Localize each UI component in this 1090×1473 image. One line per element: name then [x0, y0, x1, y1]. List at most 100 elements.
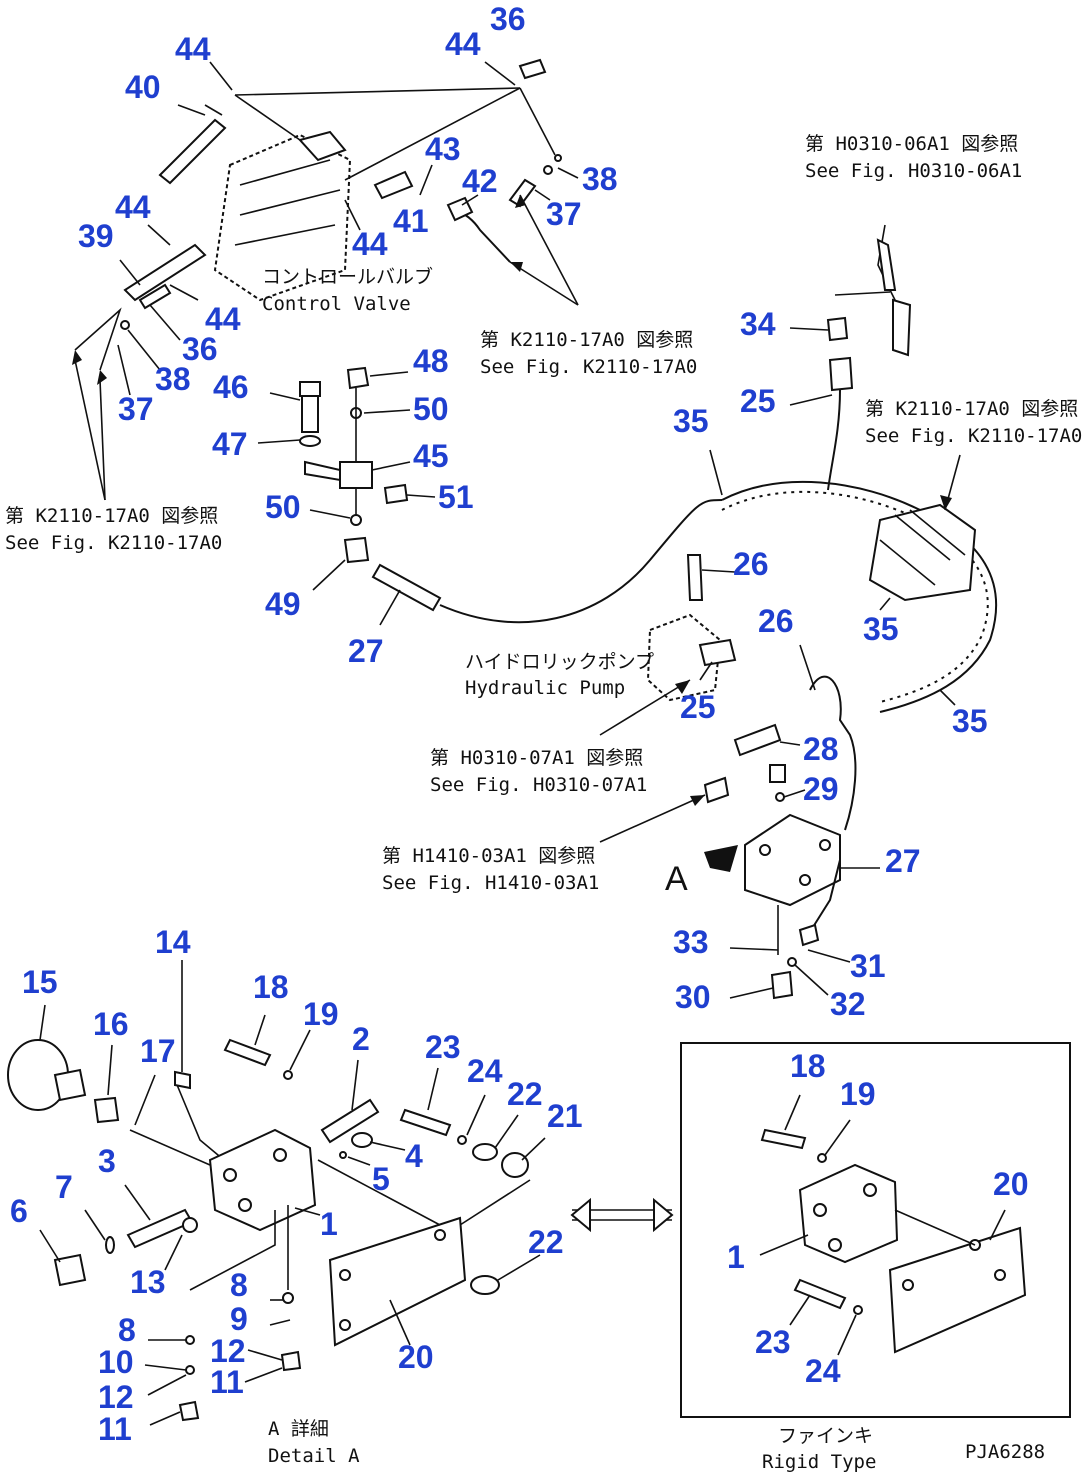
callout-29: 29 — [803, 771, 839, 807]
callout-12: 12 — [98, 1379, 134, 1415]
callout-4: 4 — [405, 1138, 423, 1174]
callout-20: 20 — [993, 1166, 1029, 1202]
callout-31: 31 — [850, 948, 886, 984]
callout-9: 9 — [230, 1301, 248, 1337]
callout-21: 21 — [547, 1098, 583, 1134]
callout-47: 47 — [212, 426, 248, 462]
callout-49: 49 — [265, 586, 301, 622]
pump-and-hose-assembly — [599, 224, 998, 1000]
note-control-valve-jp: コントロールバルブ — [262, 265, 433, 288]
callout-22: 22 — [507, 1076, 543, 1112]
note-ref-h0310-06a1-jp: 第 H0310-06A1 図参照 — [805, 133, 1018, 155]
callout-26: 26 — [733, 546, 769, 582]
callout-1: 1 — [320, 1206, 338, 1242]
callout-44: 44 — [115, 189, 151, 225]
part-callouts: 36 44 44 40 43 42 38 37 41 44 44 39 44 3… — [10, 1, 1029, 1447]
callout-42: 42 — [462, 163, 498, 199]
callout-34: 34 — [740, 306, 776, 342]
callout-3: 3 — [98, 1143, 116, 1179]
callout-46: 46 — [213, 369, 249, 405]
callout-38: 38 — [582, 161, 618, 197]
callout-37: 37 — [546, 196, 582, 232]
callout-22: 22 — [528, 1224, 564, 1260]
control-valve-drawing — [72, 58, 579, 501]
callout-39: 39 — [78, 218, 114, 254]
callout-40: 40 — [125, 69, 161, 105]
callout-8: 8 — [118, 1312, 136, 1348]
callout-18: 18 — [790, 1048, 826, 1084]
callout-38: 38 — [155, 361, 191, 397]
callout-12: 12 — [210, 1333, 246, 1369]
callout-26: 26 — [758, 603, 794, 639]
detail-a-caption-en: Detail A — [268, 1445, 360, 1467]
callout-33: 33 — [673, 924, 709, 960]
callout-35: 35 — [673, 403, 709, 439]
callout-11: 11 — [210, 1364, 244, 1400]
callout-36: 36 — [490, 1, 526, 37]
note-ref-h1410-03a1-jp: 第 H1410-03A1 図参照 — [382, 845, 595, 867]
note-ref-k2110-17a0-right-jp: 第 K2110-17A0 図参照 — [865, 398, 1078, 420]
callout-35: 35 — [952, 703, 988, 739]
drawing-code: PJA6288 — [965, 1441, 1045, 1463]
callout-13: 13 — [130, 1264, 166, 1300]
callout-44: 44 — [175, 31, 211, 67]
callout-48: 48 — [413, 343, 449, 379]
note-ref-k2110-17a0-left-jp: 第 K2110-17A0 図参照 — [5, 505, 218, 527]
callout-43: 43 — [425, 131, 461, 167]
leader-lines — [39, 61, 1006, 1426]
callout-23: 23 — [755, 1324, 791, 1360]
callout-28: 28 — [803, 731, 839, 767]
callout-6: 6 — [10, 1193, 28, 1229]
callout-51: 51 — [438, 479, 474, 515]
callout-44: 44 — [352, 226, 388, 262]
note-hydraulic-pump-en: Hydraulic Pump — [465, 677, 625, 699]
callout-7: 7 — [55, 1169, 73, 1205]
callout-24: 24 — [467, 1053, 503, 1089]
callout-15: 15 — [22, 964, 58, 1000]
callout-18: 18 — [253, 969, 289, 1005]
callout-14: 14 — [155, 924, 191, 960]
callout-32: 32 — [830, 986, 866, 1022]
callout-16: 16 — [93, 1006, 129, 1042]
callout-8: 8 — [230, 1267, 248, 1303]
detail-a-caption-jp: A 詳細 — [268, 1418, 329, 1440]
callout-41: 41 — [393, 203, 429, 239]
callout-25: 25 — [680, 689, 716, 725]
callout-27: 27 — [348, 633, 384, 669]
callout-23: 23 — [425, 1029, 461, 1065]
callout-50: 50 — [265, 489, 301, 525]
note-ref-k2110-17a0-left-en: See Fig. K2110-17A0 — [5, 532, 222, 554]
view-letter-a: A — [665, 860, 688, 898]
callout-10: 10 — [98, 1344, 134, 1380]
callout-36: 36 — [182, 331, 218, 367]
note-ref-h0310-06a1-en: See Fig. H0310-06A1 — [805, 160, 1022, 182]
note-ref-k2110-17a0-right-en: See Fig. K2110-17A0 — [865, 425, 1082, 447]
callout-50: 50 — [413, 391, 449, 427]
note-ref-k2110-17a0-top-en: See Fig. K2110-17A0 — [480, 356, 697, 378]
block-assembly-45 — [299, 366, 723, 624]
callout-17: 17 — [140, 1033, 176, 1069]
rigid-type-caption-en: Rigid Type — [762, 1451, 876, 1473]
callout-1: 1 — [727, 1239, 745, 1275]
callout-30: 30 — [675, 979, 711, 1015]
note-ref-h0310-07a1-en: See Fig. H0310-07A1 — [430, 774, 647, 796]
callout-24: 24 — [805, 1353, 841, 1389]
callout-44: 44 — [205, 301, 241, 337]
note-ref-h1410-03a1-en: See Fig. H1410-03A1 — [382, 872, 599, 894]
reference-notes: 第 H0310-06A1 図参照 See Fig. H0310-06A1 コント… — [5, 133, 1082, 1473]
callout-19: 19 — [840, 1076, 876, 1112]
rigid-type-inset — [680, 1042, 1071, 1418]
note-ref-h0310-07a1-jp: 第 H0310-07A1 図参照 — [430, 747, 643, 769]
callout-2: 2 — [352, 1021, 370, 1057]
callout-35: 35 — [863, 611, 899, 647]
note-ref-k2110-17a0-top-jp: 第 K2110-17A0 図参照 — [480, 329, 693, 351]
rigid-type-caption-jp: ファインキ — [778, 1425, 873, 1447]
note-hydraulic-pump-jp: ハイドロリックポンプ — [465, 651, 654, 673]
callout-20: 20 — [398, 1339, 434, 1375]
callout-5: 5 — [372, 1161, 390, 1197]
callout-19: 19 — [303, 996, 339, 1032]
detail-a-drawing — [7, 1038, 674, 1422]
note-control-valve-en: Control Valve — [262, 293, 411, 315]
callout-27: 27 — [885, 843, 921, 879]
